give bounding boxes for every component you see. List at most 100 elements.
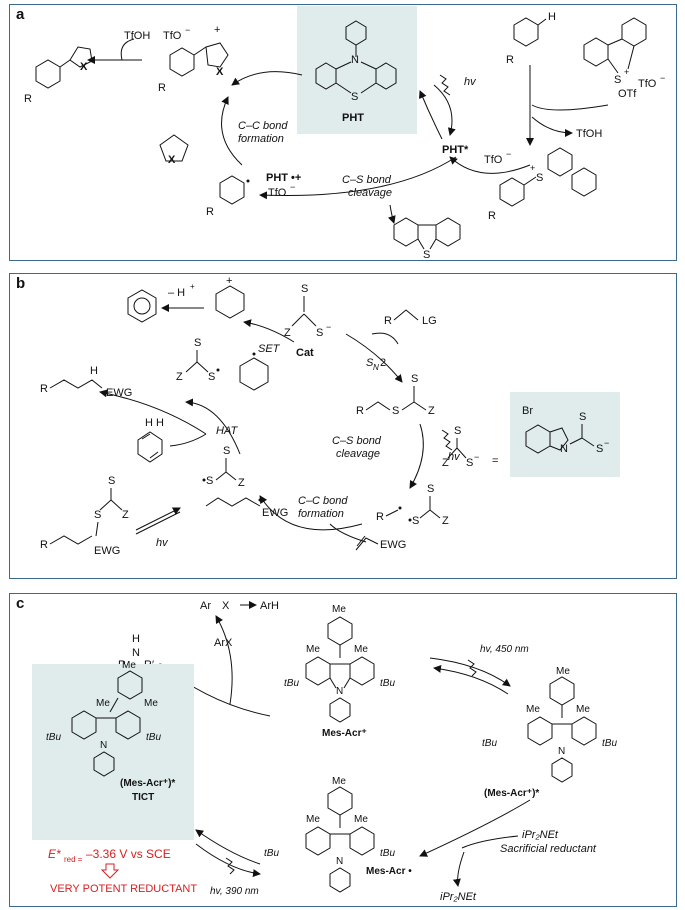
px-s: S (94, 509, 101, 521)
rlg-lg: LG (422, 315, 437, 327)
hat-loop (185, 398, 241, 455)
ipr2net: iPr₂NEt (522, 829, 559, 841)
cat-label: Cat (296, 347, 314, 359)
cc-formation-arrow-b (259, 495, 363, 531)
sacrificial-label: Sacrificial reductant (500, 843, 597, 855)
set-arrow (259, 156, 457, 200)
alkene (355, 537, 379, 551)
px-z: Z (122, 509, 129, 521)
pht-structure: N S (315, 20, 397, 103)
set-arrow-b (243, 319, 295, 343)
tict-me-1: Me (122, 660, 136, 671)
cyclohexadienyl-radical (239, 357, 269, 391)
arx: ArX (214, 637, 233, 649)
sulfonium-tfo-neg: − (506, 149, 511, 159)
pht-to-cation-arrow (231, 71, 303, 86)
eq-equals: = (492, 455, 498, 467)
aryl-radical-r: R (206, 206, 214, 218)
chd-merge (169, 433, 207, 447)
tfo-middle: TfO (268, 187, 287, 199)
cs-b-2: cleavage (336, 448, 380, 460)
sulfonium-r: R (488, 210, 496, 222)
ar-x: Ar (200, 600, 211, 612)
rlg-chain (393, 309, 419, 321)
cc-formation-arc (221, 96, 243, 166)
tfoh-label-left: TfOH (124, 30, 150, 42)
e-red-value: –3.36 V vs SCE (86, 847, 171, 861)
cs-label-1: C–S bond (342, 174, 392, 186)
sn2-arrow (345, 333, 403, 383)
minus-h: – H (168, 287, 185, 299)
dbt-sotf-plus: + (624, 67, 629, 77)
aryl-sulfonium: TfO − S + R (484, 147, 597, 222)
hv-squiggle-a (439, 74, 451, 96)
product-chain-b (49, 379, 103, 389)
cc-label-2: formation (238, 133, 284, 145)
product-ewg-b: EWG (106, 387, 132, 399)
tict-tbu-right: tBu (146, 732, 161, 743)
panel-c-scheme: H N R R′ Ts N R R′ Ar X ArH ArX Me Me Me… (32, 600, 617, 903)
dibenzothiophene: S (393, 217, 461, 261)
hv-label-b: hv (448, 451, 461, 463)
alkene-ewg: EWG (380, 539, 406, 551)
product-r: R (24, 93, 32, 105)
indole-catalyst: Br N S S − (522, 405, 609, 455)
cat-s-top: S (301, 283, 308, 295)
exc-tbu-right: tBu (602, 738, 617, 749)
alkene-merge (329, 523, 367, 543)
tfoh-label-right: TfOH (576, 128, 602, 140)
hv-label-a: hv (464, 76, 477, 88)
excitation-450 (429, 657, 511, 687)
indole-s-top: S (579, 411, 586, 423)
adduct-s: S (206, 475, 213, 487)
cs-label-2: cleavage (348, 187, 392, 199)
benzene (127, 289, 157, 323)
mes-acr-radical: Me Me Me N tBu tBu (264, 776, 395, 893)
potent-label: VERY POTENT REDUCTANT (50, 883, 197, 895)
panel-b-scheme: – H + + SET S Z S − Cat R LG S N 2 R S (40, 275, 620, 557)
mes-tbu-right: tBu (380, 678, 395, 689)
heteroarene-x: X (168, 154, 176, 166)
panel-a-label: a (16, 6, 25, 23)
px-s-top: S (108, 475, 115, 487)
pht-n: N (351, 54, 359, 66)
arh: ArH (260, 600, 279, 612)
sulfonium-to-pht-arrow (449, 156, 531, 174)
cation-r: R (158, 82, 166, 94)
rx-s: S (392, 405, 399, 417)
sulfonium-s: S (536, 172, 543, 184)
hv-squiggle-c1 (467, 659, 477, 677)
rad-me-3: Me (354, 814, 368, 825)
exc-me-2: Me (526, 704, 540, 715)
mes-n: N (336, 686, 343, 697)
mes-tbu-left: tBu (284, 678, 299, 689)
panel-b-label: b (16, 275, 26, 292)
cat-s-right: S (316, 327, 323, 339)
adduct-ewg: EWG (262, 507, 288, 519)
eq-z: Z (442, 457, 449, 469)
panel-b: b – H + + SET S Z S − Cat R LG S N (9, 273, 677, 579)
tict-tbu-left: tBu (46, 732, 61, 743)
dbt-sotf-neg: − (660, 73, 665, 83)
cation-plus-b: + (226, 275, 232, 287)
aryl-radical: R (206, 175, 250, 218)
cs-cleavage-arrow (409, 423, 424, 489)
indole-n: N (560, 443, 568, 455)
adduct-s-top: S (223, 445, 230, 457)
amine-merge (461, 835, 519, 849)
down-arrow-icon (100, 863, 120, 879)
hat-product-arrow (99, 389, 207, 435)
xr-s: S (208, 371, 215, 383)
tict-name: (Mes-Acr⁺)* (120, 778, 175, 789)
chd-h-2: H (156, 417, 164, 429)
adduct-chain (205, 497, 261, 507)
dbt-release-arrow (387, 204, 396, 224)
mes-me-2: Me (306, 644, 320, 655)
pht-excited: PHT* (442, 144, 469, 156)
x-minus: X (222, 600, 230, 612)
indole-s: S (596, 443, 603, 455)
tfo-left: TfO (163, 30, 182, 42)
mes-me-3: Me (354, 644, 368, 655)
reduction-arrow (419, 799, 531, 857)
xr-z: Z (176, 371, 183, 383)
